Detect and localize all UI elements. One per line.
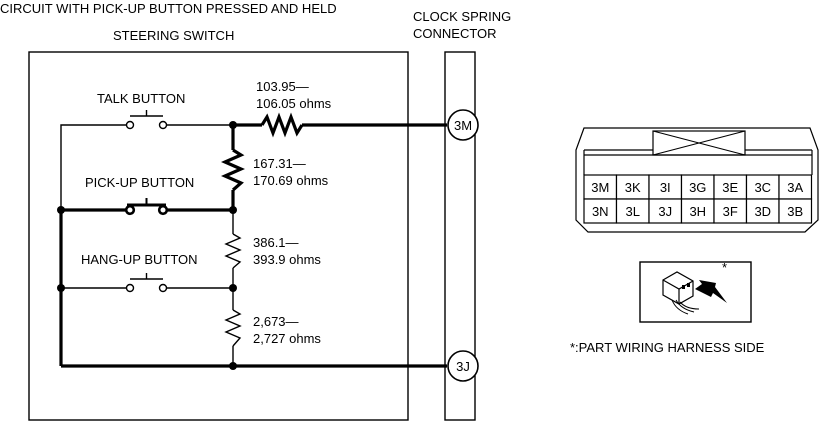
connector-cell (648, 198, 683, 224)
steering-switch-label: STEERING SWITCH (113, 28, 234, 43)
connector-cell-label: 3M (591, 180, 609, 195)
clock-spring-label-line1: CLOCK SPRING (413, 9, 511, 24)
harness-icon (639, 261, 752, 323)
resistor-r1 (260, 112, 304, 138)
connector-pin-grid: 3M 3K 3I 3G 3E 3C 3A 3N 3L 3J 3H 3F 3D 3B (583, 174, 813, 224)
connector-cell-label: 3D (754, 204, 771, 219)
resistor-r1-label-line1: 103.95— (256, 79, 309, 94)
connector-cell-label: 3N (592, 204, 609, 219)
pin-3j-label: 3J (456, 359, 470, 374)
resistor-r1-label-line2: 106.05 ohms (256, 96, 332, 111)
clock-spring-label-line2: CONNECTOR (413, 26, 497, 41)
resistor-r3-label-line1: 386.1— (253, 235, 299, 250)
resistor-r4 (224, 309, 242, 347)
resistor-r3-label-line2: 393.9 ohms (253, 252, 321, 267)
talk-button-label: TALK BUTTON (97, 91, 185, 106)
connector-cell (583, 174, 618, 200)
resistor-r4-label-line1: 2,673— (253, 314, 299, 329)
connector-cell-label: 3F (723, 204, 738, 219)
connector-cell-label: 3J (658, 204, 672, 219)
insert-arrow-icon (695, 280, 727, 303)
connector-cell (713, 198, 748, 224)
connector-cell-label: 3G (689, 180, 706, 195)
connector-cell-label: 3B (787, 204, 803, 219)
connector-cell-label: 3I (660, 180, 671, 195)
harness-note: *:PART WIRING HARNESS SIDE (570, 340, 765, 355)
pin-3m-circle (447, 109, 479, 141)
connector-cell-label: 3H (689, 204, 706, 219)
pickup-switch (124, 198, 169, 216)
resistor-r2-label-line2: 170.69 ohms (253, 173, 329, 188)
connector-cell (615, 174, 650, 200)
resistor-r3 (224, 233, 242, 269)
connector-cell (615, 198, 650, 224)
pickup-button-label: PICK-UP BUTTON (85, 175, 194, 190)
junction-dot (229, 121, 237, 129)
pin-3m-label: 3M (454, 118, 472, 133)
connector-cell-label: 3K (625, 180, 641, 195)
junction-dot (57, 206, 65, 214)
wire-talk-left (60, 124, 126, 210)
hangup-button-label: HANG-UP BUTTON (81, 252, 198, 267)
talk-switch (125, 110, 168, 130)
resistor-r4-label-line2: 2,727 ohms (253, 331, 321, 346)
connector-cell-label: 3C (754, 180, 771, 195)
hangup-switch (125, 273, 168, 293)
diagram-title: CIRCUIT WITH PICK-UP BUTTON PRESSED AND … (0, 1, 337, 16)
connector-cell (778, 198, 813, 224)
resistor-r2 (221, 148, 245, 192)
harness-asterisk: * (722, 260, 727, 275)
connector-cell (583, 198, 618, 224)
connector-cell-label: 3E (722, 180, 738, 195)
junction-dot (229, 362, 237, 370)
junction-dot (229, 206, 237, 214)
connector-cell-label: 3L (626, 204, 640, 219)
junction-dot (57, 284, 65, 292)
steering-switch-box (28, 51, 409, 421)
junction-dot (229, 284, 237, 292)
pin-3j-circle (447, 350, 479, 382)
resistor-r2-label-line1: 167.31— (253, 156, 306, 171)
connector-cell-label: 3A (787, 180, 803, 195)
